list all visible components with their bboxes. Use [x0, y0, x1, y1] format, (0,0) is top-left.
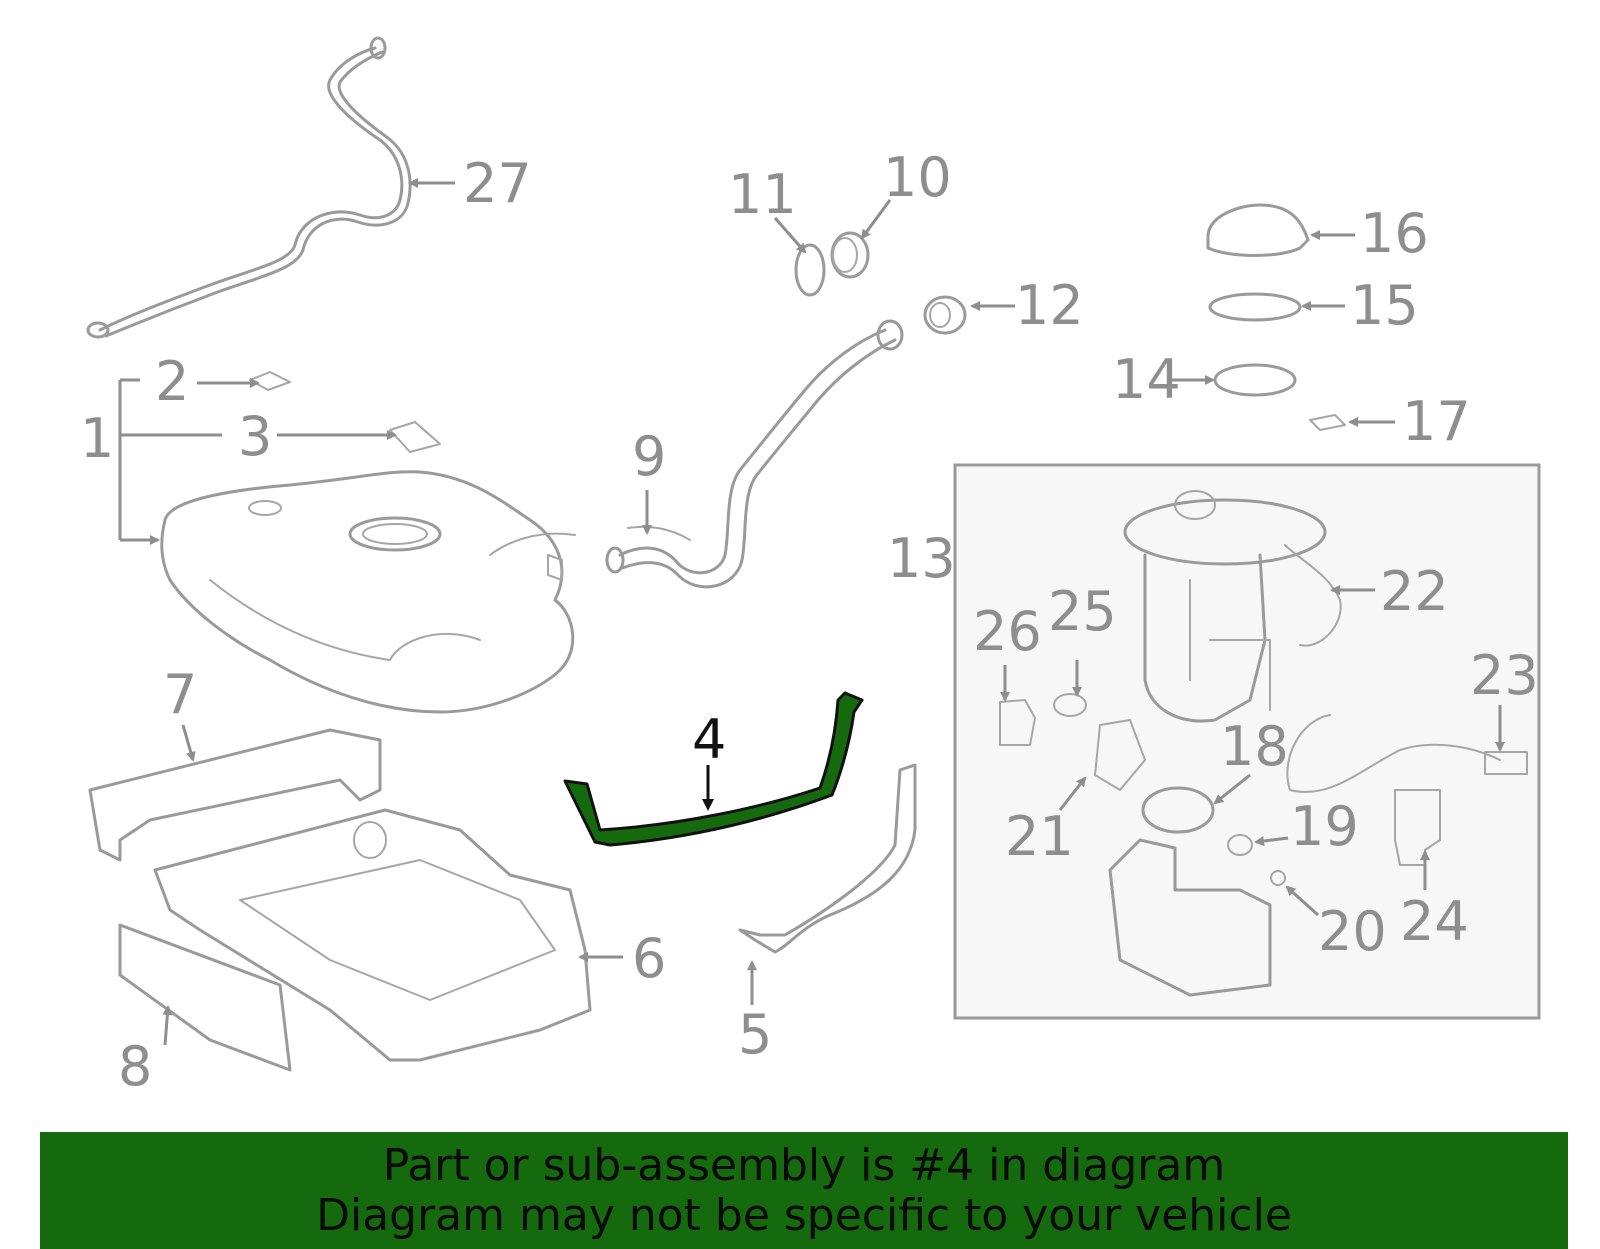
callout-23: 23	[1470, 644, 1539, 707]
callout-4-highlighted: 4	[692, 708, 726, 771]
callout-5: 5	[738, 1003, 772, 1066]
callout-26: 26	[973, 600, 1042, 663]
callout-2: 2	[155, 350, 189, 413]
callout-24: 24	[1400, 890, 1469, 953]
callout-17: 17	[1402, 390, 1471, 453]
callout-14: 14	[1112, 348, 1181, 411]
lock-ring-part-15	[1208, 292, 1302, 322]
pad-part-3	[389, 421, 441, 453]
callout-11: 11	[728, 163, 797, 226]
callout-3: 3	[238, 405, 272, 468]
callout-25: 25	[1048, 580, 1117, 643]
callout-16: 16	[1360, 202, 1429, 265]
callout-8: 8	[118, 1035, 152, 1098]
callout-1: 1	[80, 407, 114, 470]
pump-module-contents	[999, 490, 1528, 997]
callout-20: 20	[1318, 900, 1387, 963]
strap-part-5	[738, 763, 917, 954]
side-shield-part-8	[118, 923, 292, 1072]
callout-9: 9	[632, 425, 666, 488]
filler-pipe-part-9	[605, 319, 904, 589]
callout-12: 12	[1015, 274, 1084, 337]
fuel-tank-part-1	[160, 470, 576, 714]
callout-13: 13	[887, 527, 956, 590]
info-banner: Part or sub-assembly is #4 in diagram Di…	[40, 1132, 1568, 1249]
clip-part-17	[1309, 414, 1346, 431]
heat-shield-part-7	[88, 728, 382, 862]
callout-18: 18	[1220, 715, 1289, 778]
callout-21: 21	[1005, 805, 1074, 868]
retainer-part-16	[1206, 203, 1310, 257]
callout-15: 15	[1350, 274, 1419, 337]
callout-27: 27	[463, 152, 532, 215]
fuel-cap-part-12	[923, 295, 967, 335]
banner-line-part-number: Part or sub-assembly is #4 in diagram	[382, 1139, 1226, 1191]
tank-protector-part-6	[153, 808, 592, 1062]
callout-10: 10	[883, 146, 952, 209]
callout-6: 6	[632, 927, 666, 990]
strap-part-4-highlighted[interactable]	[563, 691, 864, 847]
callout-22: 22	[1380, 560, 1449, 623]
o-ring-part-11	[794, 243, 826, 297]
banner-line-disclaimer: Diagram may not be specific to your vehi…	[316, 1189, 1292, 1241]
gasket-part-14	[1213, 363, 1297, 397]
pump-module-box-part-13	[953, 463, 1541, 1020]
callout-7: 7	[163, 663, 197, 726]
filler-ring-part-10	[830, 231, 870, 279]
callout-19: 19	[1290, 795, 1359, 858]
vent-hose-part-27	[86, 36, 412, 339]
pad-part-2	[249, 371, 291, 391]
